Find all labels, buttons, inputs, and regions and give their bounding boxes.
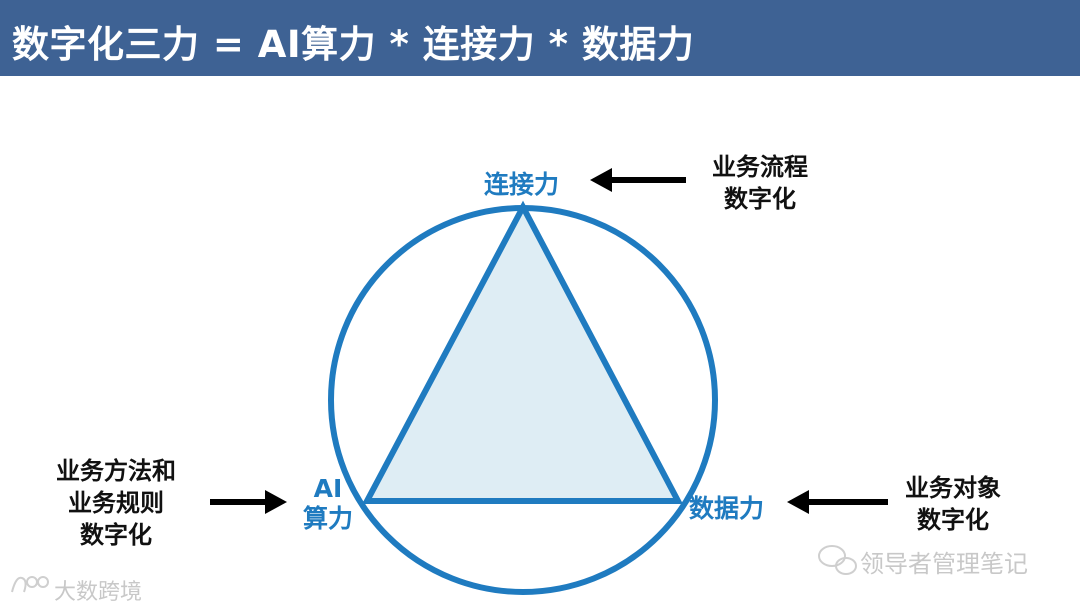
arrow-left (210, 490, 287, 514)
title-bar: 数字化三力 = AI算力 * 连接力 * 数据力 (0, 0, 1080, 76)
note-bottom-right: 业务对象 数字化 (905, 472, 1001, 536)
note-top-right-line1: 业务流程 (712, 153, 808, 181)
note-bottom-right-line2: 数字化 (917, 506, 989, 534)
vertex-label-top: 连接力 (484, 170, 560, 199)
page-title: 数字化三力 = AI算力 * 连接力 * 数据力 (12, 23, 695, 66)
vertex-label-left-line2: 算力 (303, 504, 354, 533)
circle-outline (328, 205, 718, 595)
note-top-right: 业务流程 数字化 (712, 151, 808, 215)
vertex-label-left-line1: AI (313, 474, 343, 503)
arrow-top (590, 168, 686, 192)
note-top-right-line2: 数字化 (724, 185, 796, 213)
note-left-line2: 业务规则 (68, 489, 164, 517)
vertex-label-left: AI 算力 (303, 474, 353, 534)
wechat-icon (818, 545, 857, 575)
note-left: 业务方法和 业务规则 数字化 (56, 455, 176, 551)
watermark-logo-icon (11, 576, 49, 593)
watermark-bottom-left: 大数跨境 (54, 580, 143, 605)
note-left-line1: 业务方法和 (56, 457, 176, 485)
vertex-label-right: 数据力 (689, 494, 765, 523)
note-left-line3: 数字化 (80, 521, 152, 549)
triangle-fill (362, 200, 683, 504)
note-bottom-right-line1: 业务对象 (905, 474, 1001, 502)
arrow-right (787, 490, 888, 514)
watermark-bottom-right: 领导者管理笔记 (860, 550, 1028, 578)
